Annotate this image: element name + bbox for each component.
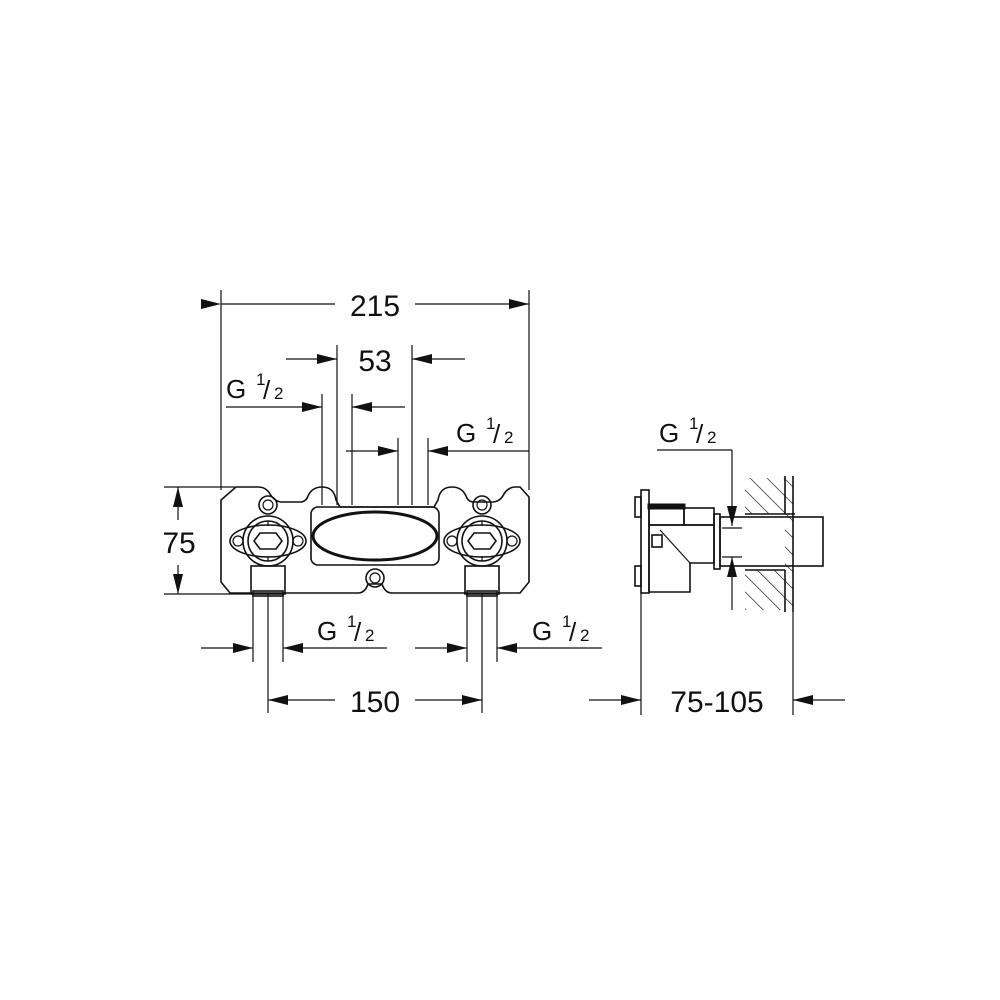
svg-text:/: / [569,617,577,647]
svg-text:2: 2 [504,428,513,447]
dimension-label-53: 53 [358,345,391,378]
svg-text:G: G [532,616,552,646]
thread-callout-top-right: G 1 / 2 [346,414,529,505]
valve-body-side [634,489,824,594]
svg-text:/: / [493,419,501,449]
side-view: G 1 / 2 [589,414,845,719]
svg-text:1: 1 [562,612,571,631]
dimension-label-75-105: 75-105 [670,686,763,719]
mounting-plate [220,486,530,594]
svg-text:1: 1 [347,612,356,631]
dimension-label-150: 150 [350,686,400,719]
svg-text:2: 2 [580,626,589,645]
svg-text:G: G [317,616,337,646]
dimension-215: 215 [201,290,529,323]
dimension-75-105: 75-105 [589,686,845,719]
svg-text:/: / [354,617,362,647]
thread-callout-top-left: G 1 / 2 [226,370,405,505]
left-valve [229,495,307,597]
svg-text:G: G [659,418,679,448]
dimension-label-215: 215 [350,290,400,323]
svg-text:2: 2 [274,384,283,403]
dimension-75: 75 [162,486,250,595]
svg-text:2: 2 [365,626,374,645]
thread-callout-bottom-left: G 1 / 2 [201,594,387,713]
dimension-53: 53 [286,345,465,505]
svg-text:1: 1 [486,414,495,433]
svg-text:2: 2 [707,428,716,447]
svg-text:G: G [226,374,246,404]
dimension-150: 150 [268,686,482,719]
svg-text:/: / [696,419,704,449]
right-valve [443,495,521,597]
front-view: 215 53 G 1 / 2 G 1 / [162,290,602,719]
thread-callout-side: G 1 / 2 [657,414,742,610]
thread-callout-bottom-right: G 1 / 2 [415,594,602,713]
svg-text:1: 1 [689,414,698,433]
dimension-label-75: 75 [162,527,195,560]
wall-section [745,476,795,612]
svg-text:1: 1 [256,370,265,389]
svg-text:G: G [456,418,476,448]
svg-text:/: / [263,375,271,405]
